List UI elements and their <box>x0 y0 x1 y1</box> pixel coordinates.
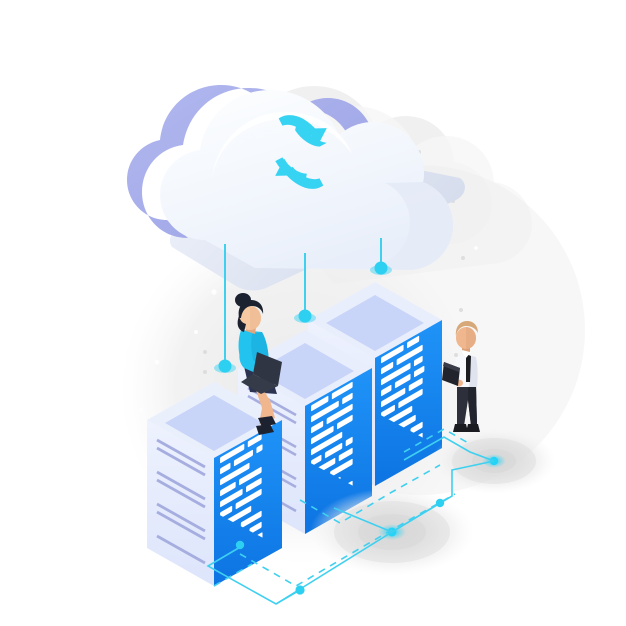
woman-face-shade <box>250 306 261 330</box>
woman-shoe-front <box>256 424 274 435</box>
rack-left-face-right <box>214 420 282 586</box>
sync-icon[interactable] <box>252 101 350 204</box>
rack-left-top-inner <box>165 395 263 451</box>
man-collar <box>462 350 471 358</box>
rack-left-led <box>218 359 232 373</box>
person-woman[interactable] <box>235 293 282 435</box>
node-2[interactable] <box>435 498 445 508</box>
rack-left[interactable] <box>147 359 282 626</box>
net-line-solid-2 <box>275 531 393 605</box>
man-tablet-edge <box>443 362 460 372</box>
rack-middle-led-halo <box>294 313 316 323</box>
cloud-right-shade <box>366 182 453 270</box>
net-line-dashed-2 <box>299 464 441 524</box>
sync-arrow-top <box>306 128 327 146</box>
rack-right-face-right <box>375 320 442 486</box>
woman-hair-back <box>237 316 246 332</box>
rack-middle[interactable] <box>238 309 372 577</box>
sync-arrow-bottom <box>275 158 296 176</box>
cloud-highlight <box>212 111 352 180</box>
woman-laptop-screen <box>253 352 282 386</box>
man-shoe-front <box>466 424 480 432</box>
man-shoe-back <box>453 424 468 432</box>
woman-shoe-back <box>258 416 276 427</box>
rack-right-top-inner <box>326 295 424 351</box>
man-face-shade <box>466 327 476 349</box>
rack-middle-face-right <box>305 368 372 534</box>
man-trousers-shade <box>468 386 477 426</box>
network-nodes[interactable] <box>235 498 445 595</box>
ground-network <box>206 428 495 605</box>
cloud-edge <box>127 85 374 238</box>
net-line-solid-5 <box>403 436 495 462</box>
node-3[interactable] <box>235 540 245 550</box>
person-man[interactable] <box>442 321 480 432</box>
cloud[interactable] <box>127 85 465 291</box>
man-hair <box>455 321 478 336</box>
rack-middle-led <box>298 309 312 323</box>
rack-left-led-halo <box>214 363 236 373</box>
man-tie <box>466 354 471 382</box>
rack-right-led-halo <box>370 265 392 275</box>
woman-hair-bun <box>235 293 251 307</box>
net-line-solid-3 <box>333 507 393 533</box>
rack-right-led <box>374 261 388 275</box>
rack-middle-top-inner <box>256 343 354 399</box>
rack-left-left-lines <box>156 438 206 565</box>
net-line-dashed-3 <box>403 428 471 453</box>
woman-laptop-base <box>241 374 278 394</box>
node-1[interactable] <box>295 585 305 595</box>
net-line-dashed-1 <box>239 493 456 587</box>
